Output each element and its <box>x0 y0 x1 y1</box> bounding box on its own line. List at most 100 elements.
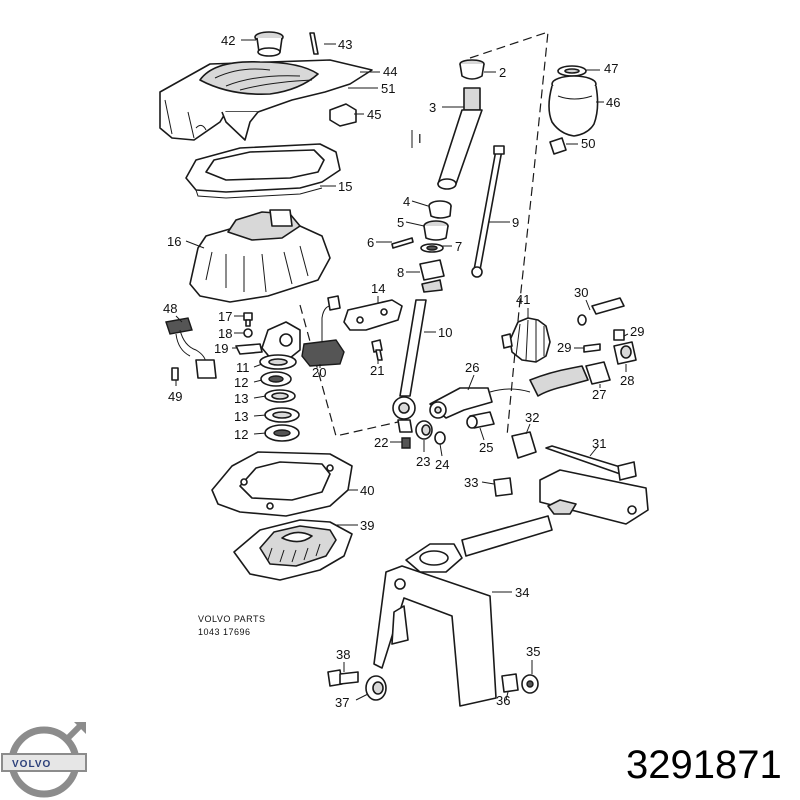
washer-30b <box>577 314 587 326</box>
washer-7 <box>420 243 444 253</box>
brand-name: VOLVO <box>12 759 51 770</box>
ring-47 <box>557 65 587 77</box>
callout-19: 19 <box>214 341 228 356</box>
ring-12-upper <box>260 371 292 387</box>
clip-33 <box>493 477 513 497</box>
bracket-19 <box>235 343 263 355</box>
bushing-8 <box>419 259 445 293</box>
callout-16: 16 <box>167 234 181 249</box>
callout-36: 36 <box>496 693 510 708</box>
clip-24 <box>434 431 446 445</box>
callout-9: 9 <box>512 215 519 230</box>
spacer-36 <box>501 673 519 693</box>
mount-37 <box>365 675 387 701</box>
callout-8: 8 <box>397 265 404 280</box>
callout-23: 23 <box>416 454 430 469</box>
callout-28: 28 <box>620 373 634 388</box>
callout-35: 35 <box>526 644 540 659</box>
upper-lever-3 <box>437 87 483 190</box>
callout-32: 32 <box>525 410 539 425</box>
insert-50 <box>549 137 567 155</box>
gate-plate-39 <box>233 519 353 581</box>
callout-50: 50 <box>581 136 595 151</box>
clip-45 <box>329 103 357 127</box>
lower-lever-10 <box>392 299 427 433</box>
washer-35 <box>521 674 539 694</box>
callout-45: 45 <box>367 107 381 122</box>
callout-4: 4 <box>403 194 410 209</box>
callout-34: 34 <box>515 585 529 600</box>
callout-46: 46 <box>606 95 620 110</box>
callout-31: 31 <box>592 436 606 451</box>
callout-11: 11 <box>236 360 250 375</box>
part-number: 3291871 <box>626 743 782 787</box>
callout-43: 43 <box>338 37 352 52</box>
volvo-iron-mark-icon: VOLVO <box>1 721 87 798</box>
callout-17: 17 <box>218 309 232 324</box>
callout-20: 20 <box>312 365 326 380</box>
shifter-housing-44 <box>159 59 373 141</box>
nut-18 <box>243 328 253 338</box>
callout-3: 3 <box>429 100 436 115</box>
ring-12-lower <box>264 424 300 442</box>
caption-brand: VOLVO PARTS <box>198 614 266 624</box>
left-leader-lines <box>175 39 380 526</box>
pin-6 <box>391 237 414 249</box>
callout-29-upper: 29 <box>630 324 644 339</box>
bolt-21 <box>371 339 383 361</box>
boot-cover-16 <box>189 209 331 303</box>
bracket-label: I <box>418 131 422 146</box>
screw-22 <box>401 437 411 449</box>
grommet-42 <box>254 31 284 57</box>
caption-ref: 1043 17696 <box>198 627 251 637</box>
callout-24: 24 <box>435 457 449 472</box>
damper-27 <box>529 361 611 397</box>
bushing-4 <box>428 200 452 219</box>
callout-37: 37 <box>335 695 349 710</box>
callout-labels: 42 43 44 51 45 15 16 48 17 18 19 11 12 1… <box>163 33 644 710</box>
callout-6: 6 <box>367 235 374 250</box>
callout-49: 49 <box>168 389 182 404</box>
rod-9 <box>471 145 505 278</box>
shift-tube <box>461 515 553 557</box>
callout-30: 30 <box>574 285 588 300</box>
switch-48 <box>165 317 217 379</box>
pin-29-upper <box>613 329 625 341</box>
bushing-13-upper <box>264 389 296 403</box>
screw-49 <box>171 367 179 381</box>
seal-11 <box>259 354 297 370</box>
callout-40: 40 <box>360 483 374 498</box>
callout-48: 48 <box>163 301 177 316</box>
callout-10: 10 <box>438 325 452 340</box>
callout-26: 26 <box>465 360 479 375</box>
callout-13-upper: 13 <box>234 391 248 406</box>
callout-12-upper: 12 <box>234 375 248 390</box>
callout-13-lower: 13 <box>234 409 248 424</box>
right-leader-lines <box>343 69 629 701</box>
gasket-40 <box>211 451 353 517</box>
callout-42: 42 <box>221 33 235 48</box>
center-leader-lines <box>376 71 510 457</box>
callout-15: 15 <box>338 179 352 194</box>
callout-14: 14 <box>371 281 385 296</box>
callout-44: 44 <box>383 64 397 79</box>
shift-knob-46 <box>548 75 599 137</box>
callout-7: 7 <box>455 239 462 254</box>
bushing-23 <box>415 420 433 440</box>
bolt-38 <box>327 669 359 687</box>
bushing-5 <box>423 220 449 241</box>
callout-27: 27 <box>592 387 606 402</box>
pin-30 <box>591 297 625 315</box>
callout-18: 18 <box>218 326 232 341</box>
bushing-13-lower <box>264 407 300 423</box>
bellows-41 <box>501 317 551 363</box>
frame-15 <box>185 143 341 199</box>
callout-39: 39 <box>360 518 374 533</box>
callout-38: 38 <box>336 647 350 662</box>
screw-17 <box>243 312 253 327</box>
bushing-25 <box>466 411 495 429</box>
callout-33: 33 <box>464 475 478 490</box>
callout-41: 41 <box>516 292 530 307</box>
rod-31 <box>545 445 637 481</box>
